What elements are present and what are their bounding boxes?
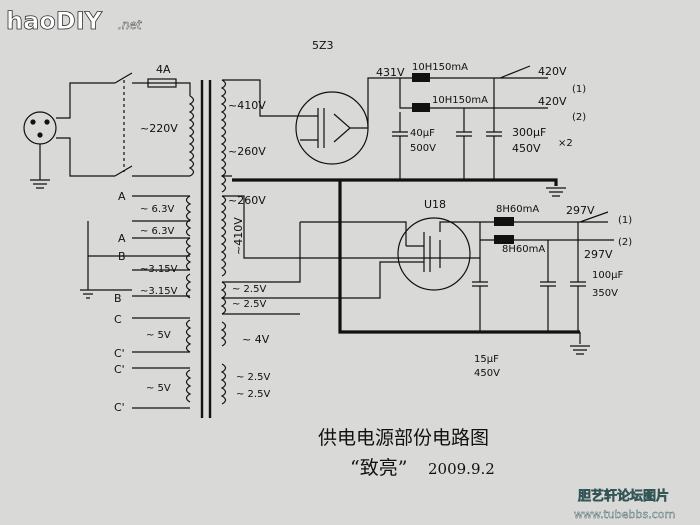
rectifier-tube-top	[295, 77, 400, 165]
heater-25v-d: ~ 2.5V	[236, 389, 270, 400]
winding-63v-b: ~ 6.3V	[140, 226, 174, 237]
rectifier-top-label: 5Z3	[312, 39, 334, 52]
heater-25v-b: ~ 2.5V	[232, 299, 266, 310]
upper-out-2-tag: (2)	[572, 112, 586, 123]
tag-c3: C'	[114, 363, 125, 376]
heater-25v-c: ~ 2.5V	[236, 372, 270, 383]
lower-out-2-tag: (2)	[618, 237, 632, 248]
upper-choke-1: 10H150mA	[412, 62, 468, 73]
lower-choke-1: 8H60mA	[496, 204, 539, 215]
winding-315v-a: ~3.15V	[140, 264, 178, 275]
rectifier-tube-bottom	[300, 217, 480, 299]
tag-a2: A	[118, 232, 126, 245]
lower-cap-out: 100μF	[592, 270, 623, 281]
upper-node-voltage: 431V	[376, 66, 405, 79]
lower-out-1-tag: (1)	[618, 215, 632, 226]
winding-5v-b: ~ 5V	[146, 383, 171, 394]
left-secondary-windings	[80, 195, 192, 409]
sec-260v-top: ~260V	[228, 145, 266, 158]
upper-cap-1: 40μF	[410, 128, 435, 139]
primary-voltage-label: ~220V	[140, 122, 178, 135]
upper-choke-2: 10H150mA	[432, 95, 488, 106]
fuse-label: 4A	[156, 63, 171, 76]
winding-63v-a: ~ 6.3V	[140, 204, 174, 215]
fuse	[147, 78, 191, 96]
upper-out-2: 420V	[538, 95, 567, 108]
sec-260v-bottom: ~260V	[228, 194, 266, 207]
lower-tube-label: U18	[424, 198, 446, 211]
sec-410v-top: ~410V	[228, 99, 266, 112]
lower-out-1: 297V	[566, 204, 595, 217]
upper-filter	[392, 65, 548, 180]
ac-inlet-socket	[23, 82, 115, 189]
lower-choke-2: 8H60mA	[502, 244, 545, 255]
diagram-title: 供电电源部份电路图	[318, 427, 489, 449]
diagram-date: 2009.9.2	[428, 460, 495, 478]
tag-c2: C'	[114, 347, 125, 360]
tag-c4: C'	[114, 401, 125, 414]
lower-out-2: 297V	[584, 248, 613, 261]
heater-25v-a: ~ 2.5V	[232, 284, 266, 295]
lower-cap-in: 15μF	[474, 354, 499, 365]
forum-credit: 胆艺轩论坛图片	[578, 488, 669, 504]
site-logo: haoDIY	[6, 7, 103, 35]
diagram-author: “致亮”	[350, 457, 407, 479]
primary-winding	[150, 95, 195, 177]
upper-cap-1-v: 500V	[410, 143, 436, 154]
winding-5v-a: ~ 5V	[146, 330, 171, 341]
upper-out-1: 420V	[538, 65, 567, 78]
lower-cap-out-v: 350V	[592, 288, 618, 299]
power-switch	[114, 72, 150, 177]
ground-rails	[232, 178, 590, 355]
forum-url: www.tubebbs.com	[574, 508, 675, 521]
heater-4v: ~ 4V	[242, 333, 270, 346]
tag-b2: B	[114, 292, 122, 305]
right-secondary-windings	[220, 79, 480, 405]
sec-410v-bottom: ~410V	[232, 217, 245, 255]
upper-cap-2-mult: ×2	[558, 138, 573, 149]
lower-filter	[472, 211, 614, 332]
site-logo-suffix: .net	[118, 18, 143, 32]
upper-out-1-tag: (1)	[572, 84, 586, 95]
winding-315v-b: ~3.15V	[140, 286, 178, 297]
upper-cap-2-v: 450V	[512, 142, 541, 155]
lower-cap-in-v: 450V	[474, 368, 500, 379]
tag-a1: A	[118, 190, 126, 203]
transformer-core	[200, 80, 212, 418]
tag-c1: C	[114, 313, 122, 326]
upper-cap-2: 300μF	[512, 126, 546, 139]
tag-b1: B	[118, 250, 126, 263]
